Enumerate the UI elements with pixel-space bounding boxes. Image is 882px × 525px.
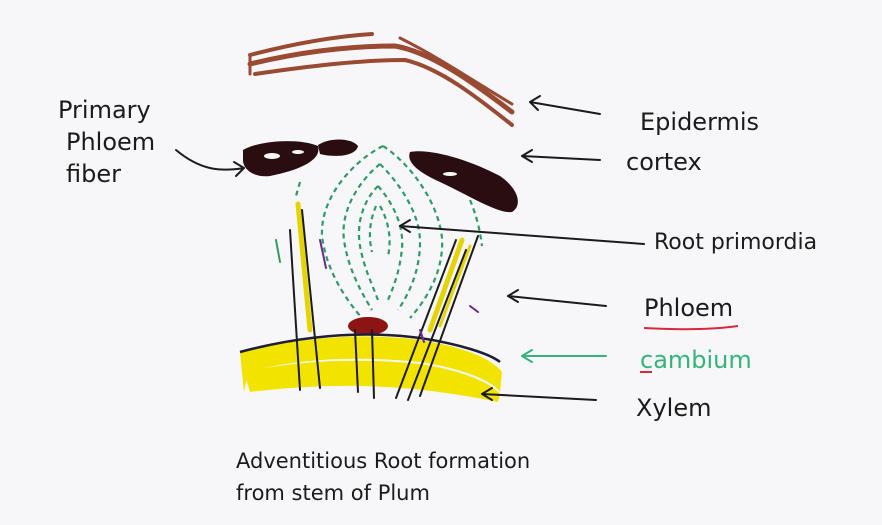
- label-phloem-word: Phloem: [66, 128, 155, 156]
- label-root-primordia: Root primordia: [654, 230, 817, 256]
- cortex-fibers: [243, 139, 518, 212]
- label-primary: Primary: [58, 96, 151, 124]
- phloem-underline: [644, 326, 738, 329]
- label-fiber: fiber: [66, 160, 121, 188]
- label-cortex: cortex: [626, 148, 702, 176]
- cambium-arrow: [522, 350, 606, 362]
- label-xylem: Xylem: [636, 394, 711, 422]
- label-phloem: Phloem: [644, 294, 733, 322]
- label-cambium: cambium: [640, 346, 752, 374]
- caption-line-1: Adventitious Root formation: [236, 448, 530, 475]
- root-tip: [348, 317, 388, 335]
- epidermis-layer: [250, 34, 512, 125]
- caption-line-2: from stem of Plum: [236, 480, 430, 507]
- label-epidermis: Epidermis: [640, 108, 759, 136]
